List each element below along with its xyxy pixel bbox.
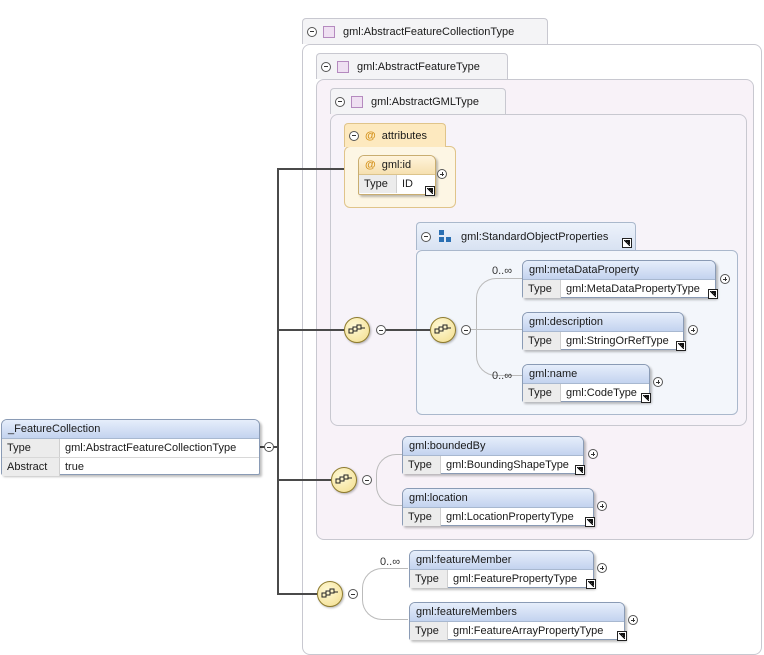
attribute-gml-id[interactable]: @ gml:id Type ID: [358, 155, 436, 195]
type-value: gml:CodeType: [566, 387, 637, 399]
attribute-name: gml:id: [381, 159, 412, 171]
abstract-key: Abstract: [2, 458, 60, 476]
element-name: gml:metaDataProperty: [529, 264, 640, 276]
element-name: gml:location: [409, 492, 468, 504]
type-value: gml:BoundingShapeType: [446, 459, 569, 471]
sequence-branch: [470, 329, 522, 330]
element-name: _FeatureCollection: [8, 423, 101, 435]
type-link-icon[interactable]: [425, 186, 435, 196]
sequence-branch: [476, 278, 522, 376]
type-name: gml:AbstractFeatureType: [357, 60, 480, 73]
element-name-label: gml:name: [529, 368, 578, 380]
expand-icon[interactable]: [653, 377, 663, 387]
standard-object-properties-tab[interactable]: gml:StandardObjectProperties: [416, 222, 636, 250]
type-key: Type: [359, 175, 397, 193]
root-element-feature-collection[interactable]: _FeatureCollection Type gml:AbstractFeatu…: [1, 419, 260, 476]
collapse-icon[interactable]: [321, 61, 331, 72]
type-value: ID: [402, 178, 413, 190]
expand-icon[interactable]: [597, 501, 607, 511]
tree-connector: [277, 168, 344, 170]
collapse-icon[interactable]: [376, 325, 386, 335]
expand-icon[interactable]: [720, 274, 730, 284]
element-name: gml:boundedBy: [409, 440, 486, 452]
element-bounded-by[interactable]: gml:boundedBy Type gml:BoundingShapeType: [402, 436, 584, 474]
sequence-icon[interactable]: [430, 317, 456, 343]
type-link-icon[interactable]: [622, 238, 632, 248]
element-meta-data-property[interactable]: gml:metaDataProperty Type gml:MetaDataPro…: [522, 260, 716, 298]
type-link-icon[interactable]: [585, 517, 595, 527]
collapse-icon[interactable]: [349, 130, 359, 141]
abstract-feature-type-tab[interactable]: gml:AbstractFeatureType: [316, 53, 508, 79]
type-link-icon[interactable]: [586, 579, 596, 589]
group-name: gml:StandardObjectProperties: [461, 230, 609, 243]
tree-connector: [277, 168, 279, 595]
complex-type-icon: [323, 25, 335, 38]
type-value: gml:FeatureArrayPropertyType: [453, 625, 604, 637]
sequence-branch: [362, 568, 408, 620]
type-value: gml:FeaturePropertyType: [453, 573, 578, 585]
type-link-icon[interactable]: [617, 631, 627, 641]
sequence-branch: [376, 454, 402, 506]
type-value: gml:LocationPropertyType: [446, 511, 574, 523]
type-key: Type: [403, 456, 441, 474]
element-name: gml:featureMember: [416, 554, 512, 566]
tree-connector: [277, 329, 344, 331]
type-value: gml:MetaDataPropertyType: [566, 283, 700, 295]
type-name: gml:AbstractFeatureCollectionType: [343, 25, 515, 38]
type-link-icon[interactable]: [575, 465, 585, 475]
type-name: gml:AbstractGMLType: [371, 95, 479, 108]
element-feature-members[interactable]: gml:featureMembers Type gml:FeatureArrayP…: [409, 602, 625, 640]
sequence-icon[interactable]: [331, 467, 357, 493]
attributes-label: attributes: [381, 129, 427, 142]
expand-icon[interactable]: [437, 169, 447, 179]
tree-connector: [277, 593, 317, 595]
cardinality-label: 0..∞: [380, 556, 401, 568]
collapse-icon[interactable]: [335, 96, 345, 107]
attribute-icon: @: [365, 159, 376, 171]
cardinality-label: 0..∞: [492, 370, 513, 382]
element-feature-member[interactable]: gml:featureMember Type gml:FeaturePropert…: [409, 550, 594, 588]
element-name: gml:featureMembers: [416, 606, 517, 618]
element-description[interactable]: gml:description Type gml:StringOrRefType: [522, 312, 684, 350]
collapse-icon[interactable]: [348, 589, 358, 599]
type-key: Type: [523, 280, 561, 298]
type-link-icon[interactable]: [676, 341, 686, 351]
type-key: Type: [403, 508, 441, 526]
type-value: gml:AbstractFeatureCollectionType: [65, 442, 237, 454]
expand-icon[interactable]: [688, 325, 698, 335]
element-name: gml:description: [529, 316, 603, 328]
sequence-icon[interactable]: [344, 317, 370, 343]
sequence-icon[interactable]: [317, 581, 343, 607]
complex-type-icon: [351, 95, 363, 108]
abstract-gml-type-tab[interactable]: gml:AbstractGMLType: [330, 88, 506, 114]
type-key: Type: [523, 384, 561, 402]
expand-icon[interactable]: [597, 563, 607, 573]
collapse-icon[interactable]: [264, 442, 274, 452]
abstract-feature-collection-type-tab[interactable]: gml:AbstractFeatureCollectionType: [302, 18, 548, 44]
element-name[interactable]: gml:name Type gml:CodeType: [522, 364, 650, 402]
type-value: gml:StringOrRefType: [566, 335, 669, 347]
collapse-icon[interactable]: [362, 475, 372, 485]
expand-icon[interactable]: [628, 615, 638, 625]
type-key: Type: [523, 332, 561, 350]
type-key: Type: [2, 439, 60, 457]
element-location[interactable]: gml:location Type gml:LocationPropertyTyp…: [402, 488, 594, 526]
collapse-icon[interactable]: [307, 26, 317, 37]
type-link-icon[interactable]: [641, 393, 651, 403]
abstract-value: true: [65, 461, 84, 473]
complex-type-icon: [337, 60, 349, 73]
tree-connector: [386, 329, 430, 331]
type-key: Type: [410, 570, 448, 588]
cardinality-label: 0..∞: [492, 265, 513, 277]
type-link-icon[interactable]: [708, 289, 718, 299]
tree-connector: [277, 479, 331, 481]
group-icon: [439, 229, 453, 244]
type-key: Type: [410, 622, 448, 640]
attribute-icon: @: [365, 129, 376, 142]
collapse-icon[interactable]: [461, 325, 471, 335]
collapse-icon[interactable]: [421, 231, 431, 242]
attributes-tab[interactable]: @ attributes: [344, 123, 446, 147]
expand-icon[interactable]: [588, 449, 598, 459]
